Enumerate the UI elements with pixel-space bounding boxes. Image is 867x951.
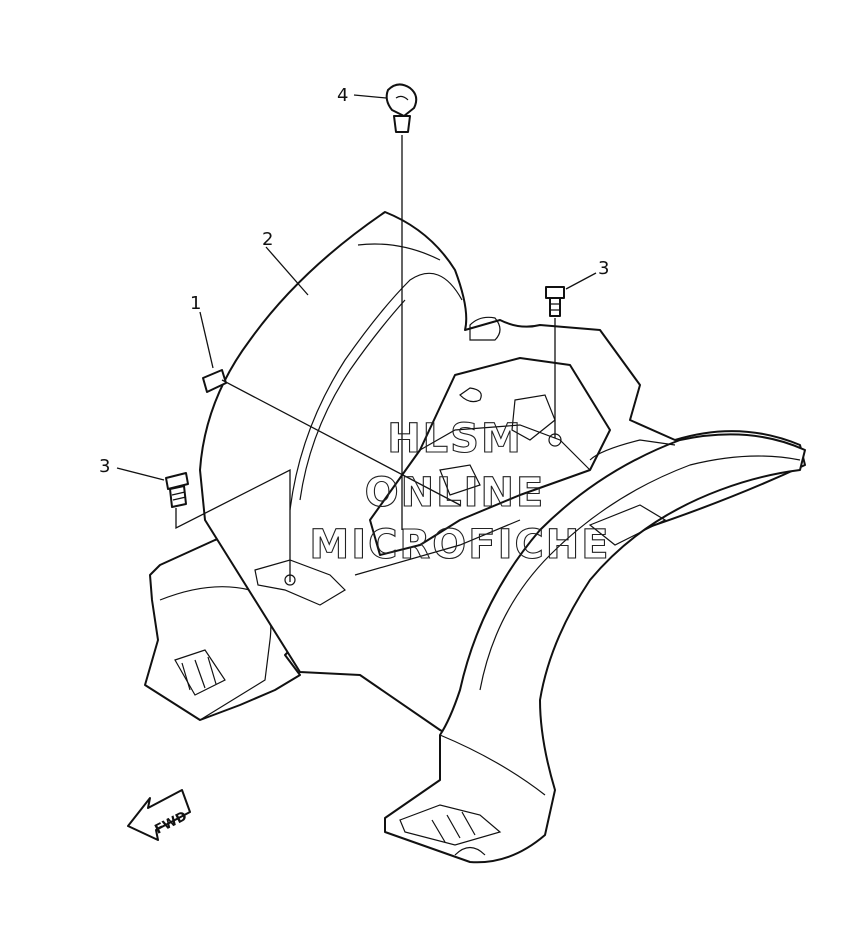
callout-2: 2: [262, 229, 273, 250]
label-decal: [202, 369, 227, 393]
right-fender: [384, 433, 806, 864]
leader-lines: [116, 94, 597, 586]
watermark: HLSM ONLINE MICROFICHE: [309, 415, 610, 568]
callout-3-left: 3: [99, 456, 110, 477]
callout-3-right: 3: [598, 258, 609, 279]
watermark-line-2: ONLINE: [365, 470, 546, 516]
watermark-line-3: MICROFICHE: [309, 522, 610, 568]
watermark-line-1: HLSM: [387, 416, 523, 462]
bolt-left: [165, 472, 189, 508]
clip-fastener: [385, 83, 418, 133]
fwd-arrow-icon: FWD: [127, 789, 191, 841]
bolt-right: [545, 286, 565, 317]
rear-fender: [144, 211, 806, 864]
callout-1: 1: [190, 293, 201, 314]
callout-4: 4: [337, 85, 348, 106]
